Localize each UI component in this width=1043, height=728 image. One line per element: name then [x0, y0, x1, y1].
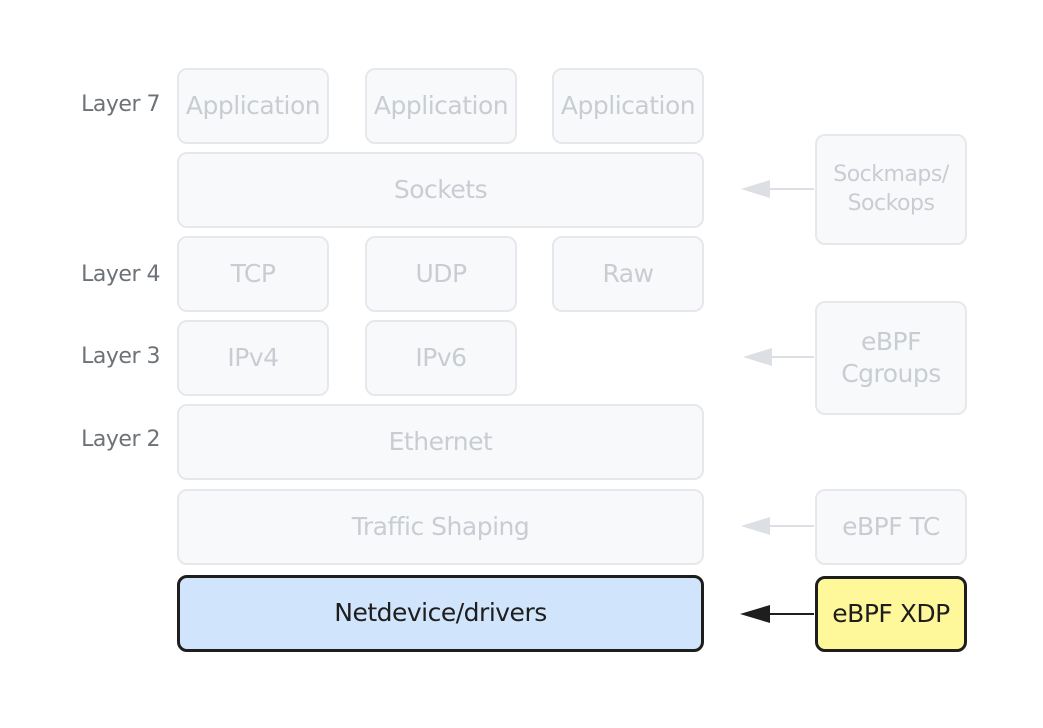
udp-box: UDP: [365, 236, 517, 312]
sockmaps-label: Sockmaps/: [833, 161, 949, 187]
application-box-1: Application: [177, 68, 329, 144]
sockops-label: Sockops: [847, 190, 935, 216]
traffic-shaping-box: Traffic Shaping: [177, 489, 704, 565]
ebpf-cgroups-box: eBPF Cgroups: [815, 301, 967, 415]
application-box-3: Application: [552, 68, 704, 144]
ipv4-box: IPv4: [177, 320, 329, 396]
xdp-arrow: [740, 605, 814, 623]
tcp-box: TCP: [177, 236, 329, 312]
tc-arrow: [741, 517, 814, 535]
ebpf-tc-box: eBPF TC: [815, 489, 967, 565]
layer-7-label: Layer 7: [81, 92, 160, 117]
netdevice-drivers-box: Netdevice/drivers: [177, 575, 704, 652]
layer-2-label: Layer 2: [81, 427, 160, 452]
ethernet-box: Ethernet: [177, 404, 704, 480]
cgroups-arrow: [743, 348, 814, 366]
layer-3-label: Layer 3: [81, 344, 160, 369]
layer-4-label: Layer 4: [81, 262, 160, 287]
sockmaps-sockops-box: Sockmaps/ Sockops: [815, 134, 967, 245]
cgroups-label: Cgroups: [841, 359, 941, 388]
raw-box: Raw: [552, 236, 704, 312]
sockets-box: Sockets: [177, 152, 704, 228]
sockmaps-arrow: [741, 180, 814, 198]
ipv6-box: IPv6: [365, 320, 517, 396]
application-box-2: Application: [365, 68, 517, 144]
cgroups-ebpf-label: eBPF: [861, 326, 922, 356]
ebpf-xdp-box: eBPF XDP: [815, 576, 967, 652]
